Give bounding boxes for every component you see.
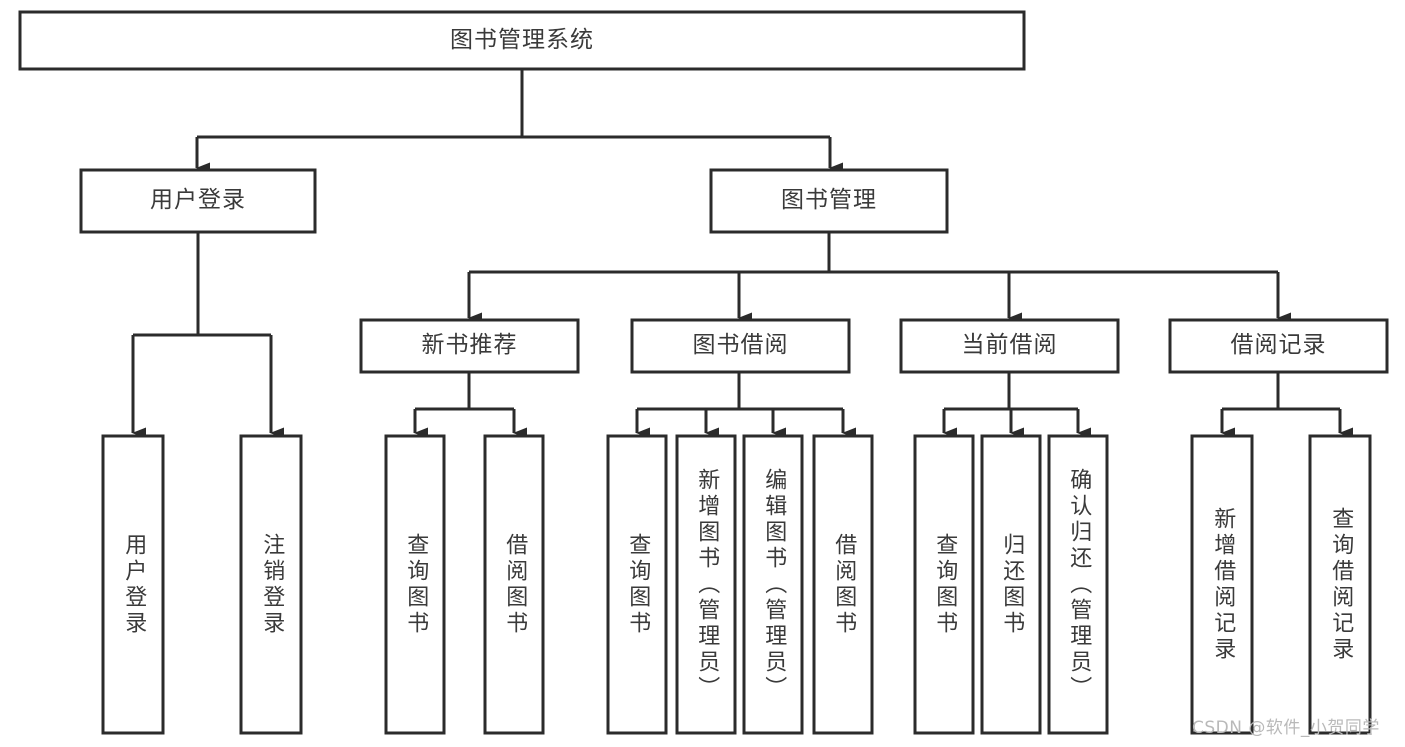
node-box-leaf-user-login[interactable]	[101, 434, 165, 735]
node-box-book-manage[interactable]	[709, 168, 949, 234]
node-box-leaf-cb-query[interactable]	[913, 434, 975, 735]
node-box-leaf-bb-edit[interactable]	[742, 434, 804, 735]
node-box-leaf-bb-add[interactable]	[675, 434, 737, 735]
node-box-leaf-br-query[interactable]	[1308, 434, 1372, 735]
node-box-leaf-bb-borrow[interactable]	[812, 434, 874, 735]
node-box-leaf-bb-query[interactable]	[606, 434, 668, 735]
node-box-leaf-nb-borrow[interactable]	[483, 434, 545, 735]
node-box-current-borrow[interactable]	[899, 318, 1120, 374]
node-box-leaf-nb-query[interactable]	[384, 434, 446, 735]
node-box-leaf-cb-return[interactable]	[980, 434, 1042, 735]
node-box-new-book-rec[interactable]	[359, 318, 580, 374]
node-box-leaf-cb-confirm[interactable]	[1047, 434, 1109, 735]
watermark-label: CSDN @软件_小贺同学	[1192, 718, 1380, 738]
node-box-book-borrow[interactable]	[630, 318, 851, 374]
node-box-leaf-br-add[interactable]	[1190, 434, 1254, 735]
node-box-borrow-record[interactable]	[1168, 318, 1389, 374]
node-box-user-login[interactable]	[79, 168, 317, 234]
node-box-leaf-logout[interactable]	[239, 434, 303, 735]
node-box-root[interactable]	[18, 10, 1026, 71]
